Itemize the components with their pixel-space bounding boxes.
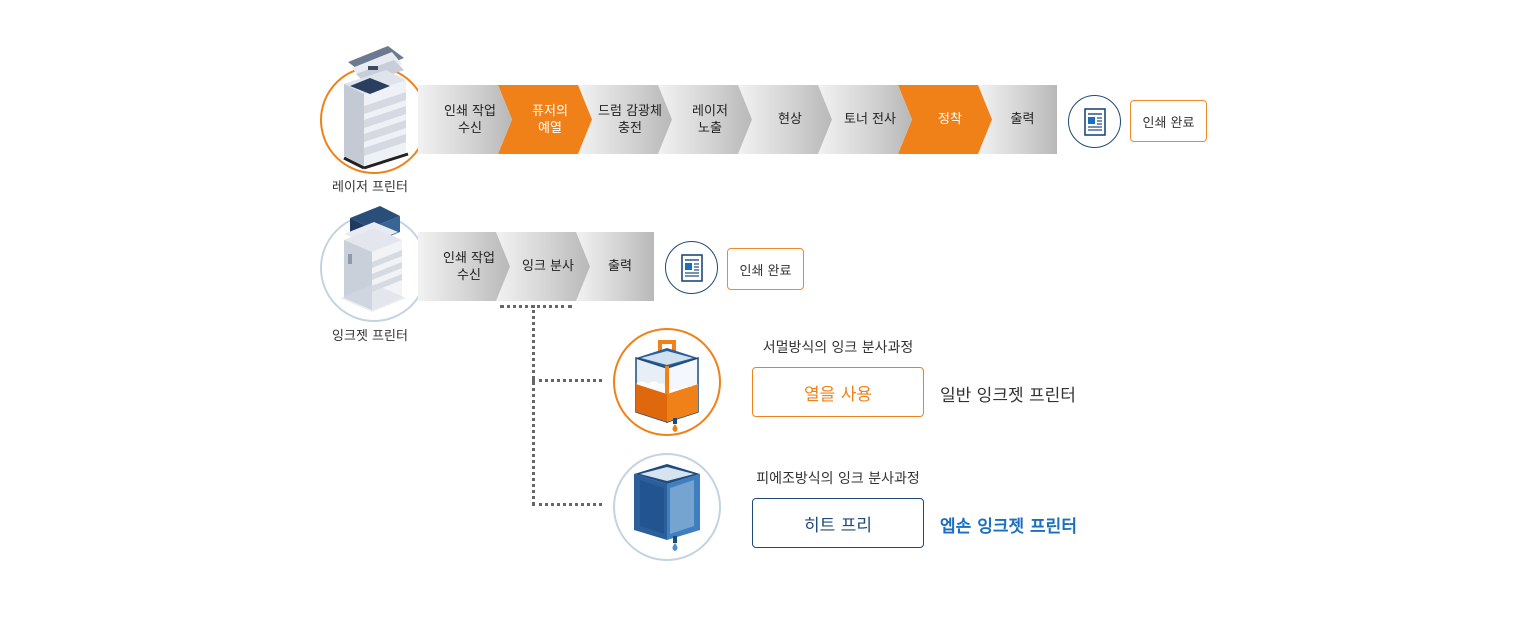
process-step: 인쇄 작업 수신	[418, 232, 510, 301]
process-step: 정착	[898, 85, 992, 154]
process-step-label: 출력	[1010, 112, 1035, 127]
inkjet-printer-caption: 잉크젯 프린터	[332, 329, 408, 344]
piezo-ink-chamber-icon	[634, 464, 700, 551]
process-step-label: 잉크 분사	[522, 259, 574, 274]
document-icon	[1083, 107, 1106, 136]
piezo-method-box: 히트 프리	[752, 498, 924, 548]
inkjet-printer-icon	[340, 206, 406, 312]
piezo-method-result: 엡손 잉크젯 프린터	[940, 517, 1077, 537]
laser-printer-icon	[343, 46, 409, 170]
process-step: 인쇄 작업 수신	[418, 85, 512, 154]
process-step: 드럼 감광체 충전	[578, 85, 672, 154]
connector-line	[532, 503, 602, 506]
process-step: 잉크 분사	[496, 232, 590, 301]
process-step-label: 현상	[778, 112, 802, 127]
process-step-label: 인쇄 작업 수신	[443, 250, 495, 283]
process-step-label: 인쇄 작업 수신	[444, 103, 496, 136]
piezo-method-title: 피에조방식의 잉크 분사과정	[756, 471, 920, 487]
inkjet-print-complete: 인쇄 완료	[727, 248, 804, 290]
process-step: 토너 전사	[818, 85, 912, 154]
process-step-label: 레이저 노출	[692, 103, 728, 136]
thermal-ink-chamber-icon	[635, 340, 699, 432]
process-step-label: 토너 전사	[844, 112, 896, 127]
thermal-method-box: 열을 사용	[752, 367, 924, 417]
connector-line	[500, 305, 572, 308]
process-step: 현상	[738, 85, 832, 154]
process-step-label: 퓨저의 예열	[532, 103, 568, 136]
connector-line	[532, 379, 602, 382]
connector-line	[532, 305, 535, 505]
thermal-method-result: 일반 잉크젯 프린터	[940, 386, 1076, 406]
process-step-label: 출력	[608, 259, 632, 274]
inkjet-document-circle	[665, 241, 718, 294]
process-step: 레이저 노출	[658, 85, 752, 154]
laser-printer-caption: 레이저 프린터	[332, 180, 408, 195]
process-step-label: 드럼 감광체 충전	[598, 103, 662, 136]
document-icon	[680, 253, 703, 282]
laser-print-complete: 인쇄 완료	[1130, 100, 1207, 142]
laser-document-circle	[1068, 95, 1121, 148]
process-step: 퓨저의 예열	[498, 85, 592, 154]
process-step-label: 정착	[938, 112, 962, 127]
thermal-method-title: 서멀방식의 잉크 분사과정	[762, 340, 914, 356]
